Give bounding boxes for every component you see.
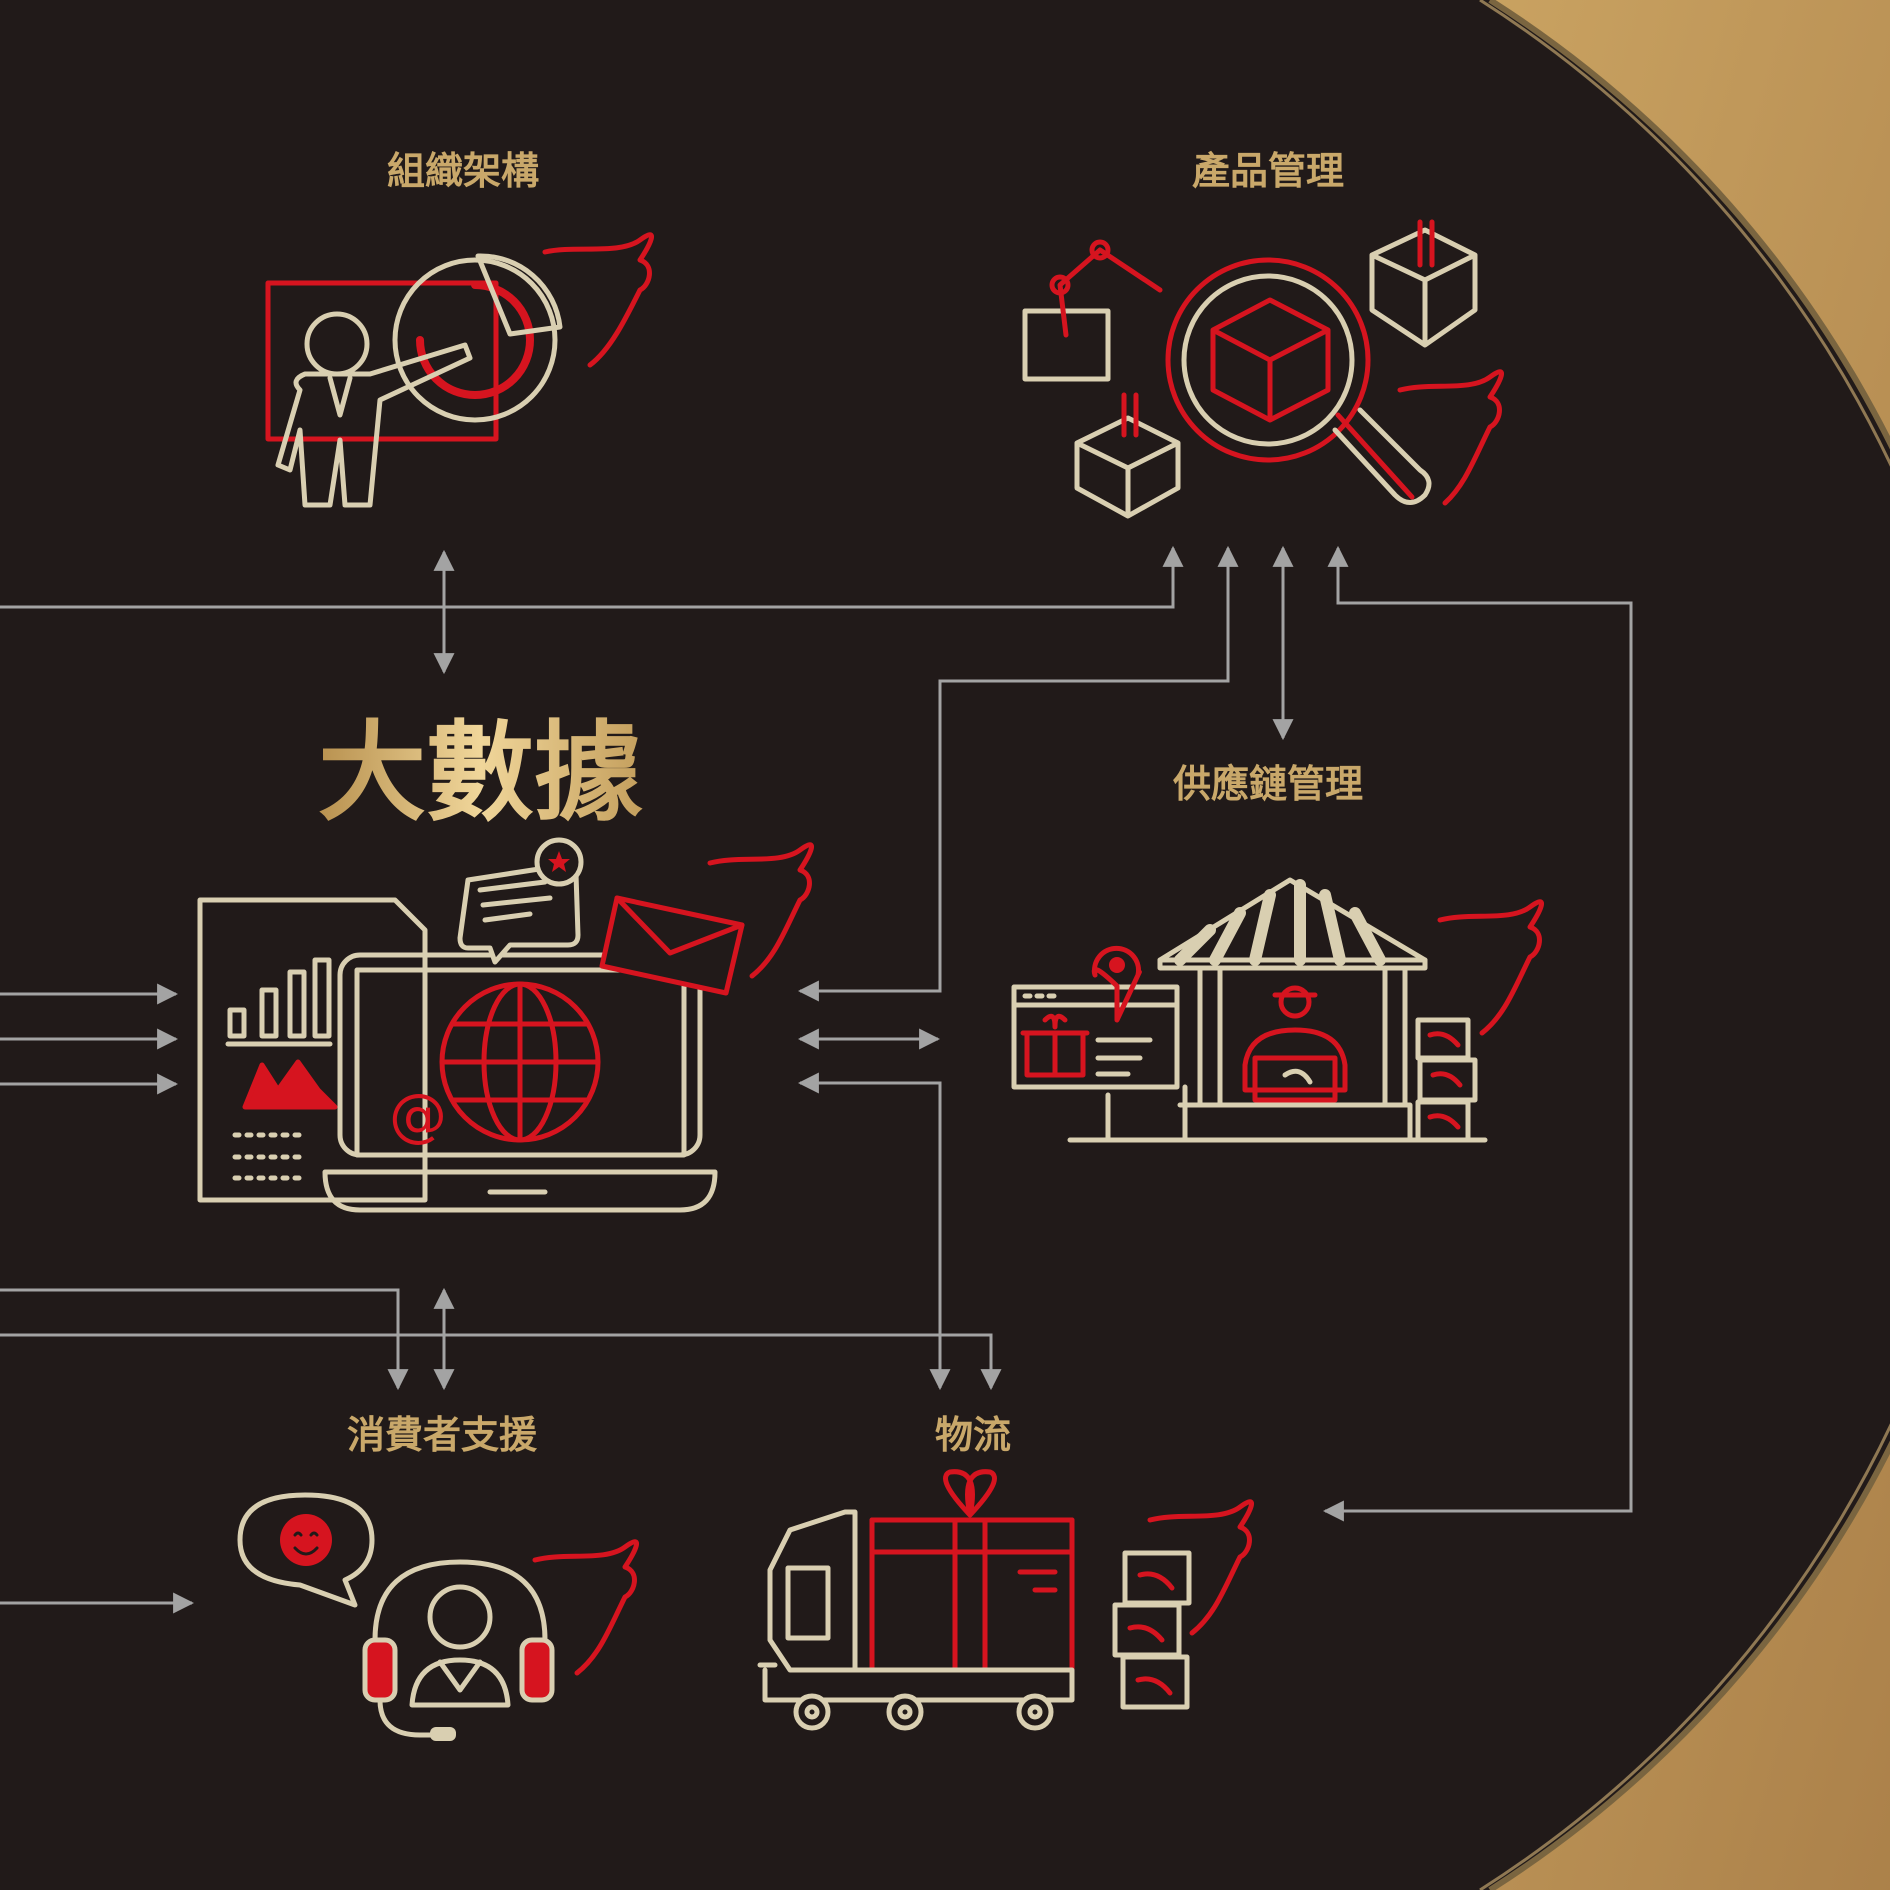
presentation-pie-chart-icon <box>265 232 654 508</box>
label-org: 組織架構 <box>387 149 539 193</box>
warehouse-worker-icon <box>1011 877 1544 1143</box>
laptop-globe-report-icon: @ <box>197 837 814 1213</box>
magnifier-box-robot-arm-icon <box>1022 219 1504 519</box>
connector-hub-product <box>797 545 1239 1002</box>
connector-left-logistics <box>0 1333 1002 1391</box>
delivery-truck-gift-icon <box>757 1469 1254 1731</box>
connector-left-support <box>0 1288 409 1391</box>
title: 大數據 <box>318 711 643 836</box>
connector-left-to-product <box>0 545 1184 609</box>
svg-text:@: @ <box>389 1081 447 1149</box>
label-supply: 供應鏈管理 <box>1173 762 1363 806</box>
gold-rim <box>1479 0 1890 1890</box>
labels: 大數據 組織架構 產品管理 供應鏈管理 消費者支援 物流 <box>318 149 1363 1457</box>
label-logistics: 物流 <box>935 1413 1011 1457</box>
connector-hub-logistics <box>797 1072 951 1391</box>
headset-agent-chat-icon <box>237 1492 639 1741</box>
label-support: 消費者支援 <box>347 1413 538 1457</box>
connector-product-logistics <box>1322 545 1633 1522</box>
connectors <box>0 545 1633 1614</box>
label-product: 產品管理 <box>1192 149 1344 193</box>
